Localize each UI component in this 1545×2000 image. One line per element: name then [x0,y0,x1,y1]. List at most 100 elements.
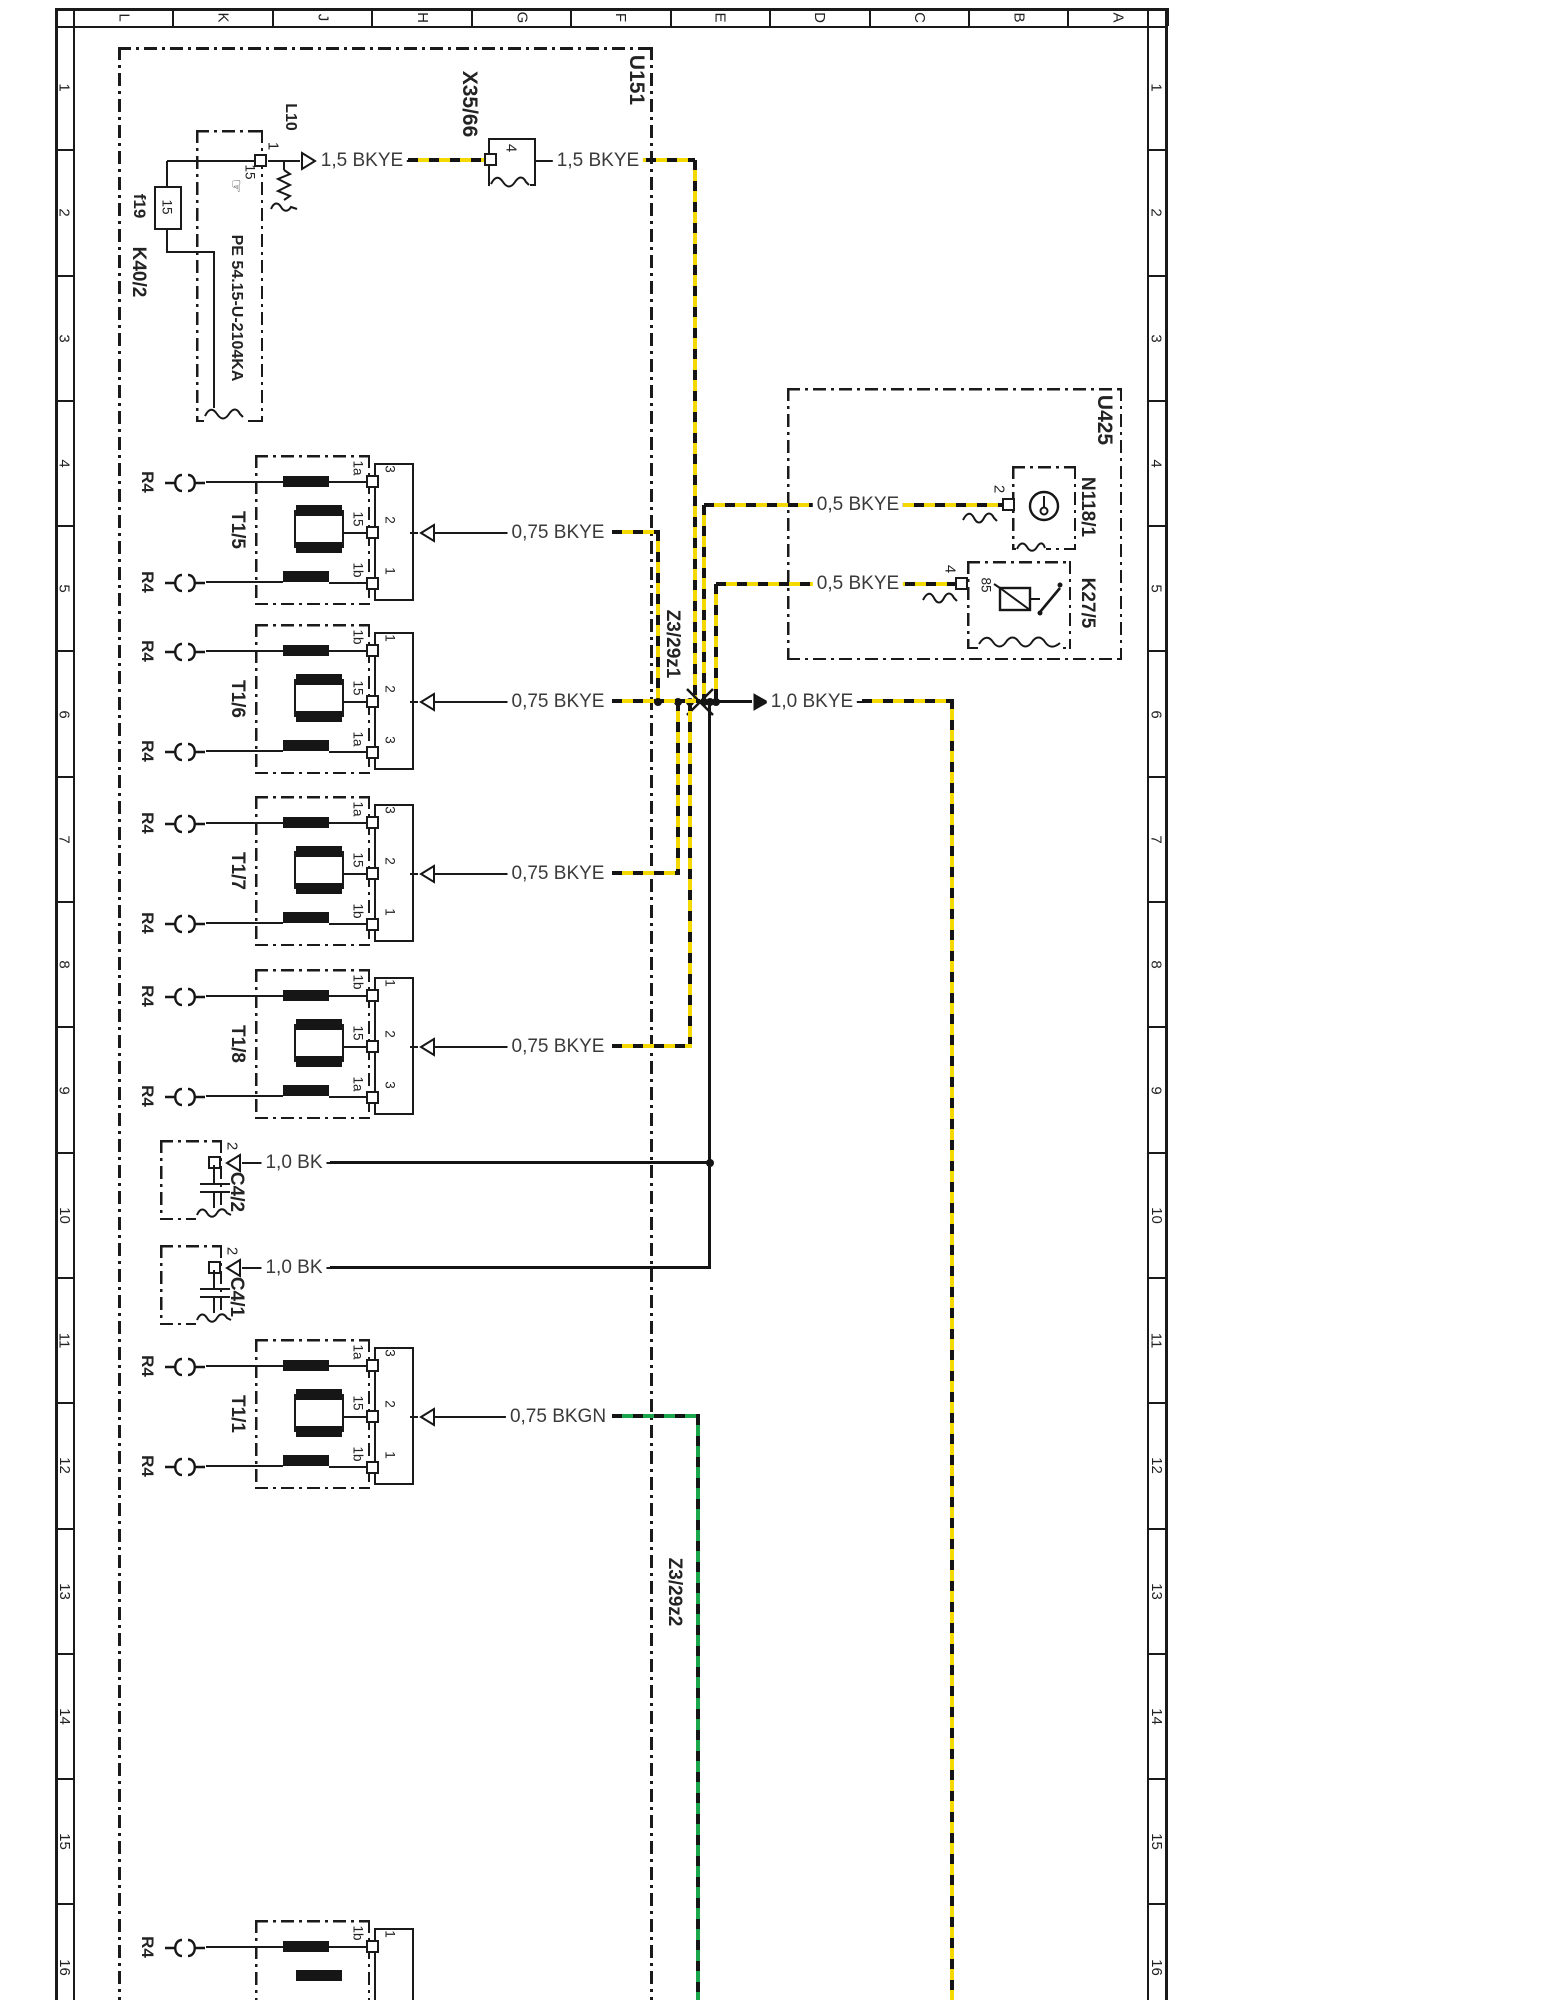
fuse-f19-body [154,186,182,230]
coil-link [329,751,368,753]
harness-break-icon [978,636,1062,650]
coil-link [294,851,296,889]
column-label: D [811,11,829,23]
k27-5-label: K27/5 [1077,577,1098,629]
coil-link [342,532,368,534]
coil-pin [366,1410,379,1423]
frame-column-cell: H [373,8,473,26]
wire-label-1-5-bkye-b: 1,5 BKYE [552,150,644,172]
coil-lead [206,922,283,924]
coil-link [329,923,368,925]
plug-connector-icon [165,914,205,934]
row-label: 16 [55,1958,73,1976]
k40-pin-number: 1 [264,141,282,151]
frame-row-cell: 4 [55,402,73,528]
connector-arrow-left-icon [225,1258,241,1278]
coil-lead [206,1095,283,1097]
coil-link [294,1394,296,1432]
coil-lead [206,1365,283,1367]
coil-pin-number: 1 [382,1451,398,1459]
wire-x35-out-lead [532,160,562,162]
coil-link [294,1024,296,1062]
frame-row-cell: 9 [1147,1028,1165,1154]
frame-row-cell: 13 [1147,1530,1165,1655]
row-label: 14 [1147,1708,1165,1725]
row-label: 10 [55,1206,73,1224]
coil-link [329,822,368,824]
coil-connector-block [374,1928,414,2000]
frame-row-cell: 8 [1147,903,1165,1029]
coil-pin-number: 1 [382,1930,398,1938]
coil-pin [366,867,379,880]
coil-link [342,851,344,889]
plug-connector-icon [165,642,205,662]
harness-break-icon [490,176,530,190]
row-label: 15 [55,1833,73,1851]
k27-pin-number: 4 [941,564,959,574]
coil-winding [283,1360,329,1371]
c4-2-lead-upper [213,1165,215,1183]
k40-internal-link [166,251,215,253]
frame-inner-left [73,8,75,2000]
frame-row-cell: 1 [55,26,73,152]
frame-row-cell: 12 [1147,1404,1165,1530]
wire-t1-7-lead [434,873,508,875]
coil-lead [206,822,283,824]
coil-winding [283,571,329,582]
coil-output-lead [410,532,418,534]
row-label: 5 [55,584,73,593]
coil-pin [366,1359,379,1372]
coil-link [342,1416,368,1418]
wire-t1-1-lead [434,1416,508,1418]
frame-row-cell: 7 [55,778,73,904]
c4-2-plate-bottom [200,1191,230,1193]
coil-pin [366,1091,379,1104]
k27-pin-4 [955,577,968,590]
plug-connector-label-bottom: R4 [138,740,157,762]
junction-dot [700,698,708,706]
frame-outer-right [1165,8,1168,2000]
wire-k27-drop [714,584,718,702]
wire-label-t1-7: 0,75 BKYE [507,863,609,885]
row-label: 7 [55,835,73,844]
frame-row-cell: 15 [55,1780,73,1906]
coil-winding [283,1085,329,1096]
row-label: 9 [1147,1085,1165,1095]
row-label: 4 [1147,459,1165,468]
row-label: 6 [1147,709,1165,719]
frame-row-cell: 12 [55,1404,73,1530]
k40-internal-feed [167,160,257,162]
column-label: G [512,11,530,23]
u151-boundary-top [118,47,652,50]
coil-terminal-label: 1b [350,1925,366,1941]
c4-1-boundary-box [160,1245,222,1325]
row-label: 14 [55,1708,73,1725]
coil-terminal-label: 1b [350,629,366,645]
l10-stub [283,161,285,170]
frame-row-cell: 15 [1147,1780,1165,1906]
harness-break-icon [270,202,298,214]
frame-row-cell: 16 [1147,1905,1165,2000]
n118-pin-number: 2 [990,484,1008,494]
wire-label-0-5-bkye-a: 0,5 BKYE [812,494,904,516]
coil-winding [283,1941,329,1952]
column-label: K [214,11,232,23]
harness-break-icon [962,512,998,526]
wire-t1-8-rise [688,701,692,1048]
frame-row-cell: 2 [55,151,73,277]
row-label: 12 [55,1457,73,1475]
coil-label: T1/1 [227,1394,248,1434]
coil-pin [366,989,379,1002]
plug-connector-label-top: R4 [138,985,157,1007]
wire-t1-6-lead [434,701,508,703]
frame-row-cell: 9 [55,1028,73,1154]
u425-label: U425 [1093,394,1116,446]
coil-connector-block [374,977,414,1115]
wire-t1-1-bkgn [612,1414,700,1418]
coil-pin [366,644,379,657]
coil-pin-number: 2 [382,1400,398,1408]
frame-row-cell: 13 [55,1530,73,1655]
coil-pin [366,695,379,708]
junction-dot [706,1159,714,1167]
